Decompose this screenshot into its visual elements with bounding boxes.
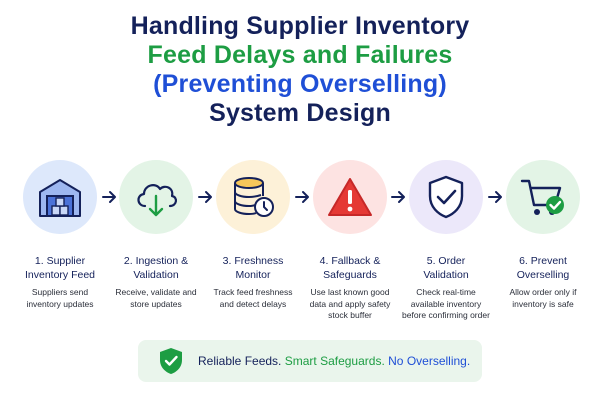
step-6-circle xyxy=(506,160,580,234)
banner-part-2: Smart Safeguards. xyxy=(284,354,385,368)
summary-banner: Reliable Feeds. Smart Safeguards. No Ove… xyxy=(138,340,482,382)
title-block: Handling Supplier Inventory Feed Delays … xyxy=(0,12,600,128)
step-description: Allow order only if inventory is safe xyxy=(509,287,577,309)
step-title: 6. Prevent Overselling xyxy=(516,255,570,281)
title-line-4: System Design xyxy=(209,99,391,127)
step-title: 3. Freshness Monitor xyxy=(222,255,284,281)
step-ingestion: 2. Ingestion & Validation Receive, valid… xyxy=(106,160,206,310)
title-line-1: Handling Supplier Inventory xyxy=(130,12,470,40)
cloud-download-icon xyxy=(137,184,177,217)
title-line-3: (Preventing Overselling) xyxy=(153,70,447,98)
title-line-2: Feed Delays and Failures xyxy=(147,41,453,69)
step-description: Suppliers send inventory updates xyxy=(26,287,94,309)
step-title: 4. Fallback & Safeguards xyxy=(319,255,381,281)
step-description: Check real-time available inventory befo… xyxy=(402,287,490,320)
arrow-icon xyxy=(488,191,502,203)
warehouse-icon xyxy=(39,179,81,217)
step-5-circle xyxy=(409,160,483,234)
arrow-icon xyxy=(198,191,212,203)
arrow-icon xyxy=(391,191,405,203)
step-supplier-feed: 1. Supplier Inventory Feed Suppliers sen… xyxy=(10,160,110,310)
banner-part-1: Reliable Feeds. xyxy=(198,354,282,368)
shield-check-icon xyxy=(160,348,182,374)
database-clock-icon xyxy=(234,177,274,217)
step-title: 5. Order Validation xyxy=(423,255,469,281)
step-2-circle xyxy=(119,160,193,234)
step-1-circle xyxy=(23,160,97,234)
process-flow: 1. Supplier Inventory Feed Suppliers sen… xyxy=(0,160,600,330)
arrow-icon xyxy=(295,191,309,203)
step-prevent-overselling: 6. Prevent Overselling Allow order only … xyxy=(493,160,593,310)
banner-part-3: No Overselling. xyxy=(388,354,471,368)
step-3-circle xyxy=(216,160,290,234)
warning-icon xyxy=(328,178,372,216)
step-title: 1. Supplier Inventory Feed xyxy=(24,255,96,281)
step-order-validation: 5. Order Validation Check real-time avai… xyxy=(396,160,496,322)
arrow-icon xyxy=(102,191,116,203)
step-freshness-monitor: 3. Freshness Monitor Track feed freshnes… xyxy=(203,160,303,310)
banner-text: Reliable Feeds. Smart Safeguards. No Ove… xyxy=(198,354,470,368)
step-description: Receive, validate and store updates xyxy=(115,287,197,309)
shield-check-icon xyxy=(428,175,464,219)
step-fallback-safeguards: 4. Fallback & Safeguards Use last known … xyxy=(300,160,400,322)
step-description: Use last known good data and apply safet… xyxy=(309,287,391,320)
cart-check-icon xyxy=(520,179,564,215)
step-4-circle xyxy=(313,160,387,234)
step-title: 2. Ingestion & Validation xyxy=(123,255,189,281)
step-description: Track feed freshness and detect delays xyxy=(213,287,293,309)
